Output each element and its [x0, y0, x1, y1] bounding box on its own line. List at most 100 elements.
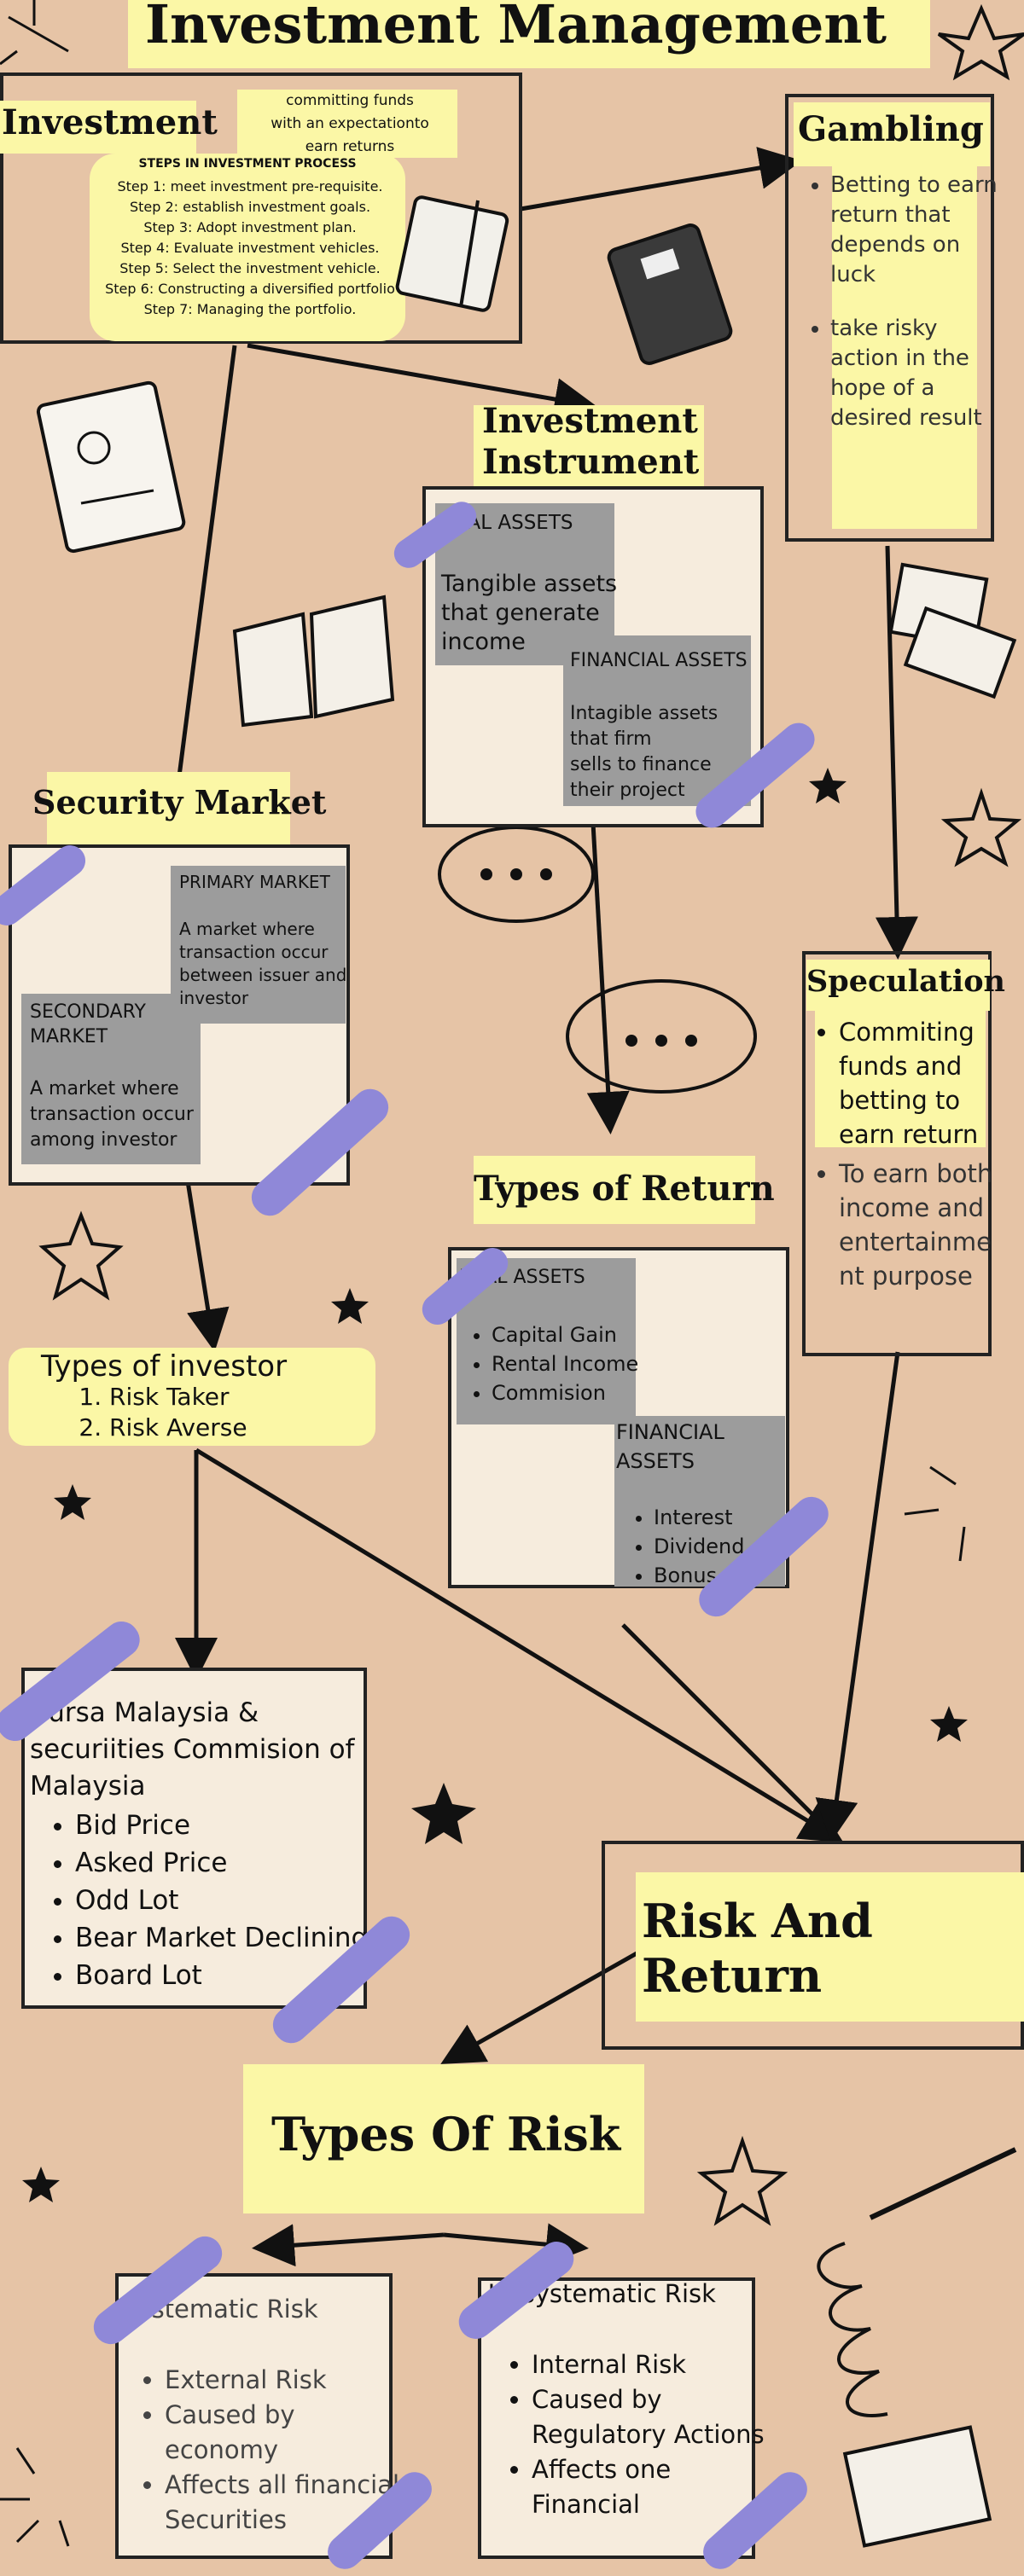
- speculation-heading: Speculation: [806, 964, 1006, 999]
- risk-return-heading: Risk And Return: [642, 1894, 873, 2003]
- definition-highlight: [237, 90, 457, 158]
- unsystematic-list: Internal RiskCaused by Regulatory Action…: [508, 2347, 771, 2522]
- investment-step: Step 1: meet investment pre-requisite.: [117, 178, 383, 194]
- secondary-market-title: SECONDARY MARKET: [30, 1001, 146, 1047]
- return-real-item: Rental Income: [492, 1349, 638, 1378]
- return-heading-highlight: [474, 1156, 755, 1224]
- filled-star-icon: [809, 768, 847, 804]
- investor-highlight: [9, 1348, 375, 1446]
- investor-list: Risk TakerRisk Averse: [85, 1382, 247, 1443]
- filled-star-icon: [930, 1706, 968, 1742]
- notebook-doodle-icon: [395, 195, 509, 312]
- investment-step: Step 4: Evaluate investment vehicles.: [120, 240, 380, 256]
- primary-market-desc: A market where transaction occur between…: [179, 919, 347, 1008]
- burst-doodle-icon: [0, 2447, 70, 2547]
- pen-spiral-doodle-icon: [817, 2147, 1017, 2548]
- speech-bubble-icon: [438, 826, 595, 923]
- return-financial-item: Bonus: [654, 1561, 744, 1590]
- filled-star-icon: [331, 1288, 369, 1324]
- bursa-heading: Bursa Malaysia & securiities Commision o…: [30, 1697, 355, 1801]
- bursa-item: Asked Price: [75, 1844, 368, 1882]
- unsystematic-item: Caused by Regulatory Actions: [532, 2382, 771, 2452]
- page-title: Investment Management: [145, 0, 887, 55]
- instrument-financial-desc: Intagible assets that firm sells to fina…: [570, 703, 719, 801]
- instrument-real-desc: Tangible assets that generate income: [441, 571, 618, 655]
- instrument-financial-title: FINANCIAL ASSETS: [570, 650, 748, 671]
- investment-step: Step 7: Managing the portfolio.: [143, 301, 357, 317]
- steps-title: STEPS IN INVESTMENT PROCESS: [138, 157, 357, 171]
- return-real-item: Capital Gain: [492, 1320, 638, 1349]
- gambling-body-highlight: [832, 166, 977, 529]
- investment-panel: [0, 73, 522, 344]
- books-doodle-icon: [888, 562, 1017, 699]
- speculation-points: Commiting funds and betting to earn retu…: [815, 1015, 1009, 1293]
- speculation-point: To earn both income and entertainme nt p…: [839, 1157, 1009, 1293]
- investment-heading: Investment: [2, 102, 218, 142]
- speculation-panel: [802, 951, 992, 1356]
- steps-list: Step 1: meet investment pre-requisite. St…: [92, 177, 408, 320]
- star-doodle-icon: [38, 1210, 124, 1301]
- unsystematic-item: Internal Risk: [532, 2347, 771, 2382]
- secondary-market-shade: [21, 994, 201, 1164]
- primary-market-title: PRIMARY MARKET: [179, 872, 330, 892]
- investment-step: Step 3: Adopt investment plan.: [143, 219, 357, 235]
- gambling-points: Betting to earn return that depends on l…: [806, 171, 1001, 433]
- security-heading-highlight: [47, 772, 290, 857]
- gambling-heading: Gambling: [798, 109, 984, 149]
- id-card-doodle-icon: [36, 380, 186, 554]
- star-doodle-icon: [940, 787, 1022, 867]
- financial-assets-shade: [563, 635, 751, 806]
- systematic-list: External RiskCaused by economyAffects al…: [141, 2363, 412, 2538]
- instrument-heading-highlight: [474, 405, 704, 499]
- investor-type: Risk Averse: [109, 1413, 247, 1443]
- open-book-doodle-icon: [232, 595, 395, 728]
- gambling-heading-highlight: [794, 102, 990, 166]
- bursa-panel: [21, 1668, 367, 2009]
- gambling-point: Betting to earn return that depends on l…: [830, 171, 1001, 290]
- security-heading: Security Market: [32, 783, 327, 821]
- title-highlight: [128, 0, 930, 68]
- investment-step: Step 2: establish investment goals.: [129, 199, 371, 215]
- speech-bubble-icon: [566, 979, 757, 1094]
- filled-star-icon: [54, 1484, 91, 1520]
- planner-doodle-icon: [607, 223, 733, 365]
- speculation-body-highlight: [815, 1011, 986, 1147]
- speculation-point: Commiting funds and betting to earn retu…: [839, 1015, 1009, 1152]
- return-heading: Types of Return: [474, 1169, 775, 1209]
- unsystematic-panel: [478, 2277, 755, 2559]
- risk-types-highlight: [243, 2064, 644, 2213]
- instrument-heading: Investment Instrument: [482, 401, 700, 482]
- investor-heading: Types of investor: [41, 1349, 288, 1384]
- systematic-item: Caused by economy: [165, 2398, 412, 2468]
- investment-heading-highlight: [0, 101, 196, 154]
- investment-definition: committing funds with an expectationto e…: [271, 92, 429, 155]
- risk-types-heading: Types Of Risk: [271, 2107, 621, 2161]
- investment-step: Step 6: Constructing a diversified portf…: [105, 281, 395, 297]
- bursa-list: Bid PriceAsked PriceOdd LotBear Market D…: [51, 1807, 368, 1994]
- filled-star-icon: [411, 1783, 476, 1844]
- star-doodle-icon: [937, 3, 1024, 81]
- unsystematic-item: Affects one Financial: [532, 2452, 771, 2522]
- return-financial-item: Interest: [654, 1503, 744, 1532]
- star-doodle-icon: [696, 2135, 788, 2226]
- bursa-item: Odd Lot: [75, 1882, 368, 1919]
- systematic-item: External Risk: [165, 2363, 412, 2398]
- return-real-list: Capital GainRental IncomeCommision: [468, 1320, 638, 1407]
- investment-step: Step 5: Select the investment vehicle.: [119, 260, 381, 276]
- gambling-point: take risky action in the hope of a desir…: [830, 314, 1001, 433]
- filled-star-icon: [22, 2167, 60, 2202]
- bursa-item: Board Lot: [75, 1957, 368, 1994]
- secondary-market-desc: A market where transaction occur among i…: [30, 1078, 194, 1151]
- return-financial-title: FINANCIAL ASSETS: [616, 1420, 724, 1473]
- return-financial-list: InterestDividendBonus: [630, 1503, 744, 1590]
- risk-return-highlight: [636, 1872, 1024, 2022]
- systematic-item: Affects all financial Securities: [165, 2468, 412, 2538]
- steps-highlight: [90, 154, 405, 341]
- investor-type: Risk Taker: [109, 1382, 247, 1413]
- systematic-panel: [115, 2273, 393, 2559]
- return-real-item: Commision: [492, 1378, 638, 1407]
- bursa-item: Bear Market Declining: [75, 1919, 368, 1957]
- bursa-item: Bid Price: [75, 1807, 368, 1844]
- return-financial-item: Dividend: [654, 1532, 744, 1561]
